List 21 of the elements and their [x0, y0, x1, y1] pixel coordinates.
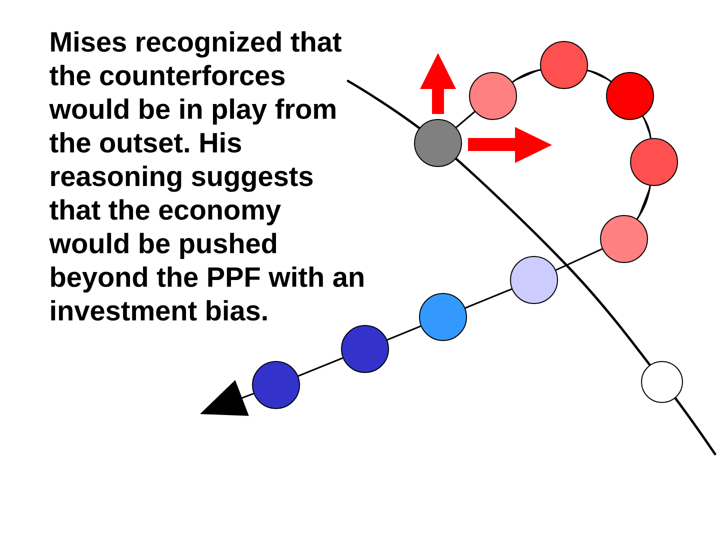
- circle: [600, 215, 648, 263]
- circle: [341, 325, 389, 373]
- connector-line: [464, 288, 512, 309]
- paragraph: Mises recognized that the counterforces would be in play from the outset. His reasoning suggests that the economy would be pushed beyond the PPF with an investment bias.: [49, 31, 364, 321]
- connector-line: [586, 70, 612, 82]
- connector-line: [456, 110, 476, 128]
- circle: [469, 72, 517, 120]
- circle: [510, 256, 558, 304]
- circle: [540, 41, 588, 89]
- connector-line: [636, 184, 651, 220]
- connector-line: [298, 357, 344, 377]
- circle: [641, 361, 683, 403]
- circle: [414, 119, 462, 167]
- connector-line: [642, 116, 652, 140]
- connector-line: [556, 248, 602, 271]
- circle: [252, 361, 300, 409]
- circle: [419, 293, 467, 341]
- connector-line: [386, 325, 422, 341]
- circle: [606, 72, 654, 120]
- circle: [630, 138, 678, 186]
- connector-line: [512, 69, 542, 83]
